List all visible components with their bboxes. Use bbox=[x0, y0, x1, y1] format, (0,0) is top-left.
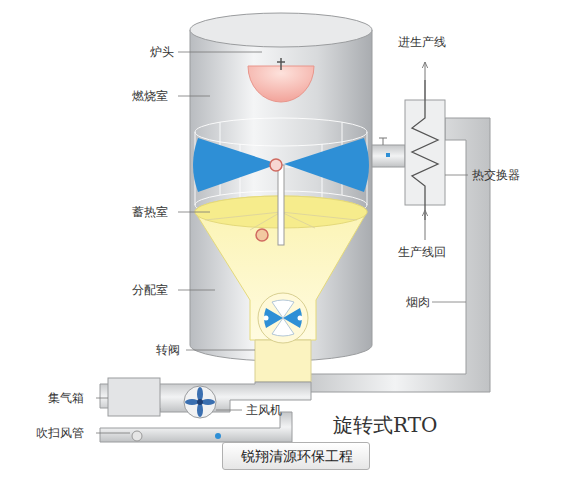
watermark-box: 锐翔清源环保工程 bbox=[222, 442, 370, 470]
gas-box bbox=[108, 378, 160, 416]
combustion-label: 燃烧室 bbox=[132, 89, 168, 103]
rotary-valve bbox=[258, 293, 308, 343]
chimney-label: 烟肉 bbox=[406, 295, 430, 309]
outlet-label: 进生产线 bbox=[398, 35, 446, 49]
gas-box-label: 集气箱 bbox=[48, 391, 84, 405]
valve-label: 转阀 bbox=[156, 343, 180, 357]
exchanger-label: 热交换器 bbox=[472, 168, 520, 182]
burner-label: 炉头 bbox=[150, 45, 174, 59]
return-label: 生产线回 bbox=[398, 245, 446, 259]
rto-vessel bbox=[190, 30, 372, 361]
regenerator-label: 蓄热室 bbox=[132, 205, 168, 219]
leader-lines bbox=[96, 52, 468, 433]
vessel-top bbox=[190, 13, 372, 47]
main-fan bbox=[184, 386, 216, 418]
hot-gas-duct bbox=[372, 145, 405, 167]
watermark-text: 锐翔清源环保工程 bbox=[241, 448, 351, 466]
fan-label: 主风机 bbox=[246, 403, 282, 417]
valve-pipe bbox=[255, 340, 311, 382]
distribution-label: 分配室 bbox=[132, 283, 168, 297]
rotor-joint bbox=[256, 229, 268, 241]
diagram-title: 旋转式RTO bbox=[333, 412, 437, 439]
purge-label: 吹扫风管 bbox=[36, 426, 84, 440]
sector-left bbox=[193, 138, 278, 192]
combustion-chamber bbox=[248, 66, 314, 102]
rotor-top bbox=[270, 159, 282, 171]
burner bbox=[277, 61, 285, 63]
sector-right bbox=[284, 138, 369, 192]
rotor-shaft bbox=[278, 165, 284, 245]
